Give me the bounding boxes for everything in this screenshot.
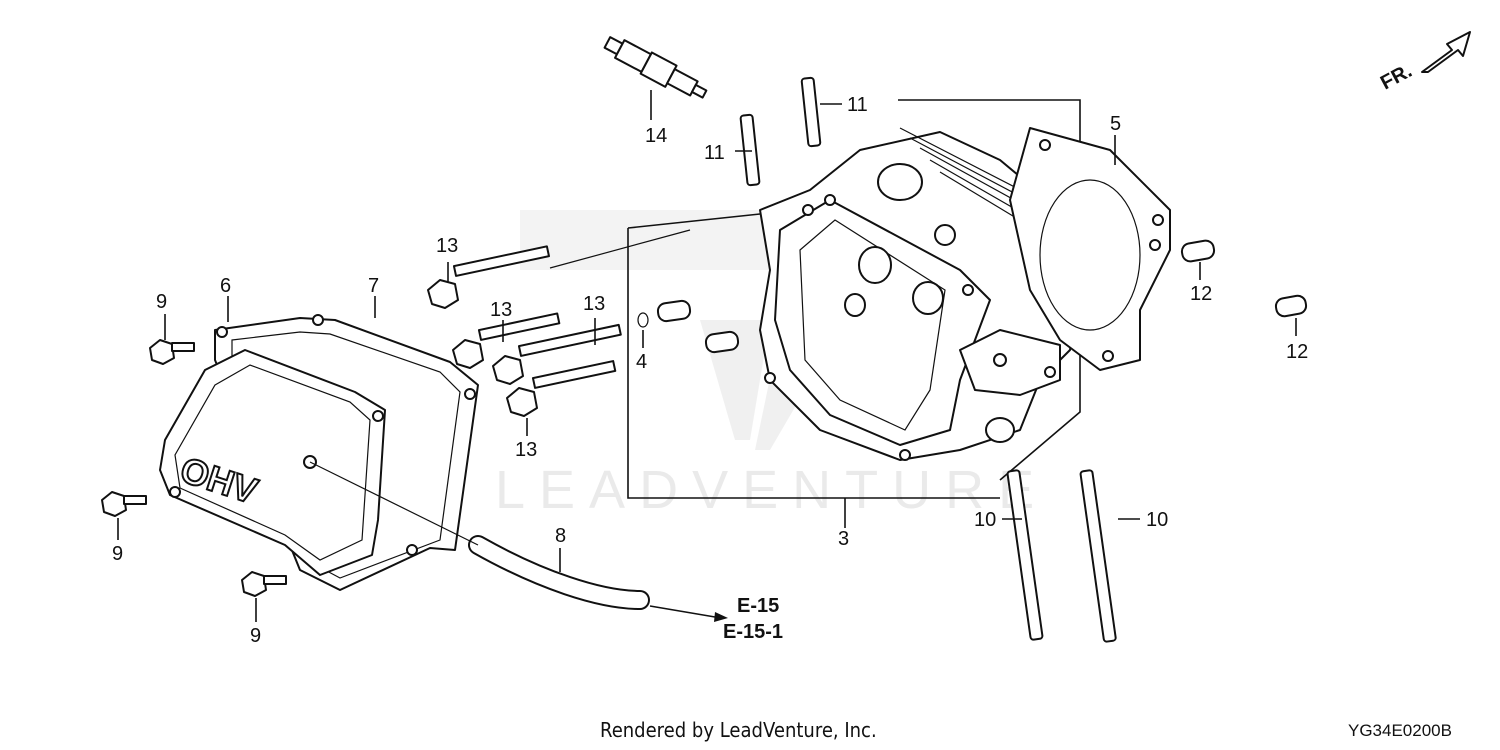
callout-12-upper: 12 [1190,283,1212,305]
callout-13-c: 13 [583,293,605,315]
flange-bolts [427,229,691,436]
valve-cover: OHV [159,349,386,576]
callout-13-d: 13 [515,439,537,461]
fr-label: FR. [1377,60,1416,95]
cover-bolts [101,314,287,622]
callout-5: 5 [1110,113,1121,135]
callout-10-left: 10 [974,509,996,531]
front-direction-indicator: FR. [1377,31,1471,95]
head-gasket [1009,127,1171,371]
callout-9-middle: 9 [112,543,123,565]
callout-13-b: 13 [490,299,512,321]
reference-e15-1[interactable]: E-15-1 [723,621,783,643]
callout-4: 4 [636,351,647,373]
fr-arrow-icon [1421,31,1471,73]
callout-14: 14 [645,125,667,147]
long-studs [1002,469,1140,643]
callout-13-a: 13 [436,235,458,257]
callout-11-upper: 11 [847,94,868,116]
callout-9-upper: 9 [156,291,167,313]
callout-9-lower: 9 [250,625,261,647]
diagram-code: YG34E0200B [1348,721,1452,740]
rendered-by-credit: Rendered by LeadVenture, Inc. [600,718,877,742]
callout-8: 8 [555,525,566,547]
callout-11-lower: 11 [704,142,725,164]
callout-3: 3 [838,528,849,550]
studs-top [735,76,842,187]
callout-7: 7 [368,275,379,297]
reference-e15[interactable]: E-15 [737,595,779,617]
breather-tube [309,461,728,622]
dowel-pins [1180,239,1308,336]
watermark-text: LEADVENTURE [495,460,1048,520]
valve-seal-parts [637,299,740,354]
spark-plug [603,36,708,120]
callout-10-right: 10 [1146,509,1168,531]
callout-12-lower: 12 [1286,341,1308,363]
callout-6: 6 [220,275,231,297]
